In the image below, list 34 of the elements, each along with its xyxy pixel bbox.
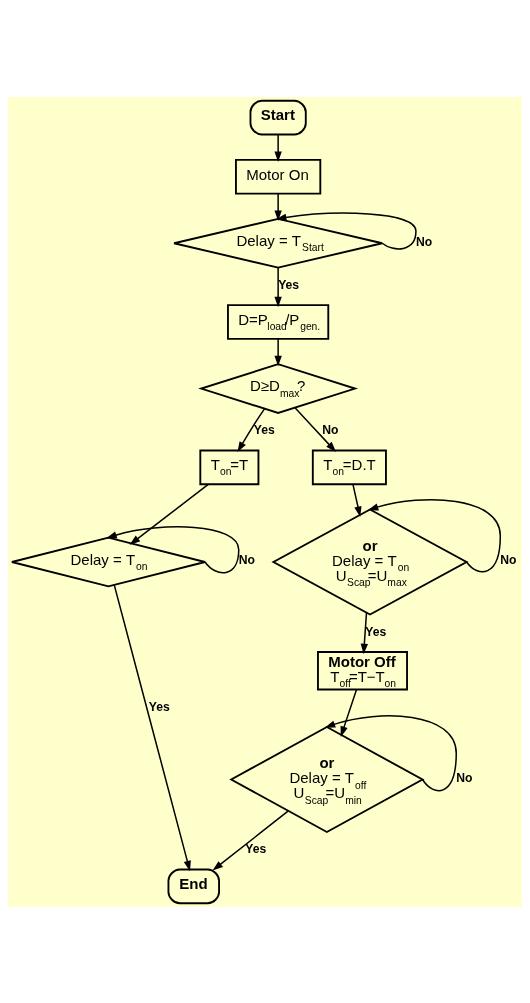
- arrow: [106, 525, 240, 573]
- node-box: Start: [249, 99, 307, 135]
- arrow: [360, 611, 368, 654]
- edge-label: Yes: [245, 841, 267, 856]
- node-box: End: [167, 868, 220, 904]
- arrow: [113, 583, 191, 871]
- edge-label: No: [238, 552, 255, 567]
- arrow: [352, 483, 362, 517]
- edge-label: No: [415, 234, 433, 248]
- arrow: [129, 482, 210, 545]
- arrow: [294, 406, 337, 452]
- node-box: T$_{on}$=D.T: [311, 449, 387, 485]
- arrow: [212, 809, 289, 871]
- arrow: [274, 337, 282, 366]
- node-box: Motor On: [235, 158, 322, 194]
- edge-label: No: [322, 422, 339, 437]
- node-box: T$_{on}$=T: [199, 449, 260, 485]
- edge-label: No: [456, 770, 473, 785]
- arrow: [324, 714, 457, 791]
- arrow: [367, 498, 502, 572]
- arrow: [275, 212, 417, 250]
- node-diamond: D≥D$_{max}$?: [198, 362, 359, 414]
- arrow: [237, 407, 266, 452]
- arrow: [274, 192, 282, 221]
- node-box: D=P$_{load}$/P$_{gen.}$: [227, 303, 330, 340]
- edge-label: Yes: [148, 699, 170, 713]
- arrow: [274, 133, 282, 162]
- edge-label: Yes: [253, 422, 275, 437]
- arrow: [274, 266, 282, 307]
- arrow: [340, 688, 358, 737]
- node-diamond: Delay = T$_{Start}$: [173, 217, 384, 269]
- edge-label: No: [500, 552, 517, 567]
- node-box: Motor Off T$_{off}$=T−T$_{on}$: [317, 650, 408, 690]
- edge-label: Yes: [365, 624, 387, 638]
